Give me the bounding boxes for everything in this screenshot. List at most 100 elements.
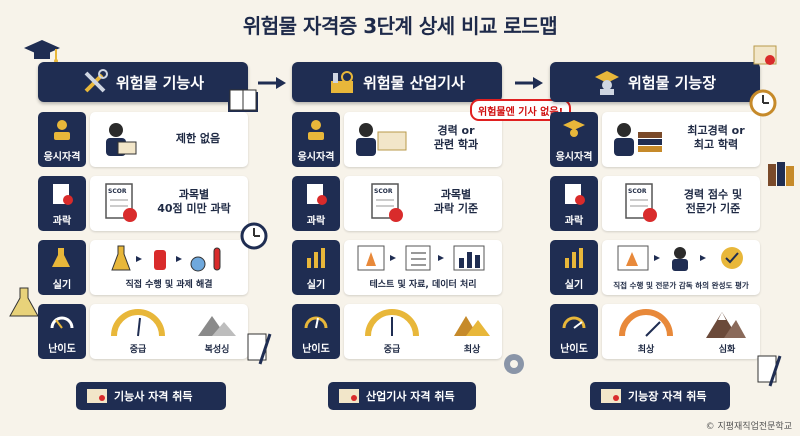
student-book-icon: [308, 120, 324, 140]
mountain-icon: [706, 312, 746, 338]
arrow-right-icon: [515, 77, 543, 89]
row-pass: 과락 SCOR 과목별 40점 미만 과락: [38, 176, 248, 231]
row-label: 난이도: [292, 304, 340, 359]
gauge-icon: [304, 316, 328, 329]
row-eligibility: 응시자격 제한 없음: [38, 112, 248, 167]
mountain-icon: [454, 316, 490, 336]
info-card: 최고경력 or 최고 학력: [602, 112, 760, 167]
row-label: 응시자격: [292, 112, 340, 167]
person-reading-icon: [106, 123, 137, 156]
footer-credit: © 지평재직업전문학교: [705, 422, 792, 432]
score-label: SCOR: [628, 188, 647, 195]
book-icon: [228, 89, 258, 112]
data-process-icon: [357, 245, 485, 271]
certificate-badge: 기능사 자격 취득: [76, 382, 226, 410]
gauge-icon: [50, 316, 74, 329]
row-practical: 실기 테스트 및 자료, 데이터 처리: [292, 240, 502, 295]
column-header: 위험물 기능장: [550, 62, 760, 102]
pass-text: 과목별 40점 미만 과락: [157, 188, 231, 215]
warning-badge: 위험물엔 기사 없음!: [470, 99, 572, 121]
certificate-badge: 산업기사 자격 취득: [328, 382, 476, 410]
pass-text: 경력 점수 및 전문가 기준: [683, 188, 743, 215]
column-header: 위험물 산업기사: [292, 62, 502, 102]
page-title: 위험물 자격증 3단계 상세 비교 로드맵: [242, 14, 558, 38]
difficulty-level: 최상: [637, 345, 655, 355]
row-label: 실기: [550, 240, 598, 295]
row-practical: 실기 직접 수행 및 전문가 감독 하의 완성도 평가: [550, 240, 760, 295]
row-difficulty: 난이도 최상 심화: [550, 304, 760, 359]
score-sheet-icon: [565, 184, 585, 205]
row-label: 과락: [38, 176, 86, 231]
chart-icon: [565, 248, 583, 268]
gauge-medium-icon: [111, 309, 165, 337]
clock-icon: [749, 89, 777, 117]
gauge-medium-icon: [365, 309, 419, 337]
eligibility-text: 최고경력 or 최고 학력: [687, 124, 745, 151]
beaker-icon: [9, 287, 39, 317]
row-pass: 과락 SCOR 과목별 과락 기준: [292, 176, 502, 231]
info-card: 직접 수행 및 전문가 감독 하의 완성도 평가: [602, 240, 760, 295]
row-label: 실기: [292, 240, 340, 295]
books-icon: [768, 162, 794, 186]
document-pen-icon: [757, 355, 782, 387]
info-card: SCOR 과목별 과락 기준: [344, 176, 502, 231]
column-header: 위험물 기능사: [38, 62, 248, 102]
certificate-icon: [87, 389, 107, 403]
info-card: 테스트 및 자료, 데이터 처리: [344, 240, 502, 295]
gauge-icon: [562, 316, 586, 329]
score-sheet-icon: [105, 183, 137, 222]
difficulty-level: 중급: [383, 345, 401, 355]
column-title: 위험물 기능사: [115, 73, 205, 92]
gear-icon: [504, 354, 524, 374]
score-sheet-icon: [371, 183, 403, 222]
master-graduate-icon: [594, 69, 620, 95]
info-card: 최상 심화: [602, 304, 760, 359]
info-card: 중급 복성싱: [90, 304, 248, 359]
row-pass: 과락 SCOR 경력 점수 및 전문가 기준: [550, 176, 760, 231]
row-difficulty: 난이도 중급 복성싱: [38, 304, 248, 359]
row-label: 과락: [550, 176, 598, 231]
row-eligibility: 응시자격 경력 or 관련 학과: [292, 112, 502, 167]
practical-text: 직접 수행 및 과제 해결: [125, 280, 213, 290]
person-diploma-icon: [356, 123, 407, 156]
difficulty-detail: 복성싱: [204, 345, 230, 355]
student-book-icon: [54, 120, 70, 140]
practical-text: 직접 수행 및 전문가 감독 하의 완성도 평가: [613, 281, 749, 290]
row-label: 실기: [38, 240, 86, 295]
person-books-icon: [614, 123, 662, 156]
info-card: SCOR 경력 점수 및 전문가 기준: [602, 176, 760, 231]
info-card: 중급 최상: [344, 304, 502, 359]
pass-text: 과목별 과락 기준: [433, 188, 479, 215]
row-label: 응시자격: [550, 112, 598, 167]
lab-equipment-icon: [111, 245, 221, 272]
factory-icon: [329, 69, 355, 95]
eligibility-text: 제한 없음: [175, 132, 221, 145]
info-card: 제한 없음: [90, 112, 248, 167]
row-label: 응시자격: [38, 112, 86, 167]
eligibility-text: 경력 or 관련 학과: [433, 124, 479, 151]
certificate-icon: [339, 389, 359, 403]
certificate-badge: 기능장 자격 취득: [590, 382, 730, 410]
row-practical: 실기 직접 수행 및 과제 해결: [38, 240, 248, 295]
gauge-high-icon: [619, 309, 673, 337]
score-sheet-icon: [307, 184, 327, 205]
difficulty-detail: 심화: [718, 345, 736, 355]
alarm-clock-icon: [240, 222, 268, 250]
evaluation-process-icon: [617, 245, 743, 271]
difficulty-detail: 최상: [463, 345, 481, 355]
row-difficulty: 난이도 중급 최상: [292, 304, 502, 359]
score-sheet-icon: [625, 183, 657, 222]
score-label: SCOR: [374, 188, 393, 195]
row-label: 난이도: [550, 304, 598, 359]
score-sheet-icon: [53, 184, 73, 205]
medal-certificate-icon: [753, 45, 777, 65]
graduate-icon: [563, 120, 585, 137]
arrow-right-icon: [258, 77, 286, 89]
tools-icon: [82, 69, 108, 95]
certificate-icon: [601, 389, 621, 403]
difficulty-level: 중급: [129, 345, 147, 355]
row-label: 난이도: [38, 304, 86, 359]
row-label: 과락: [292, 176, 340, 231]
info-card: 직접 수행 및 과제 해결: [90, 240, 248, 295]
info-card: SCOR 과목별 40점 미만 과락: [90, 176, 248, 231]
